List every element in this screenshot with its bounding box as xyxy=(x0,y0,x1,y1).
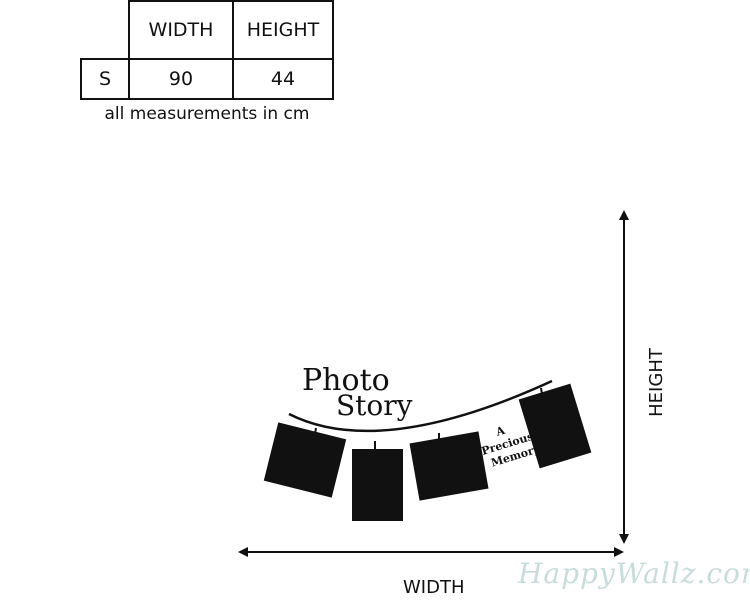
measurement-caption: all measurements in cm xyxy=(104,104,310,124)
width-label: WIDTH xyxy=(403,577,465,598)
height-arrow xyxy=(619,210,629,544)
watermark: HappyWallz.com xyxy=(518,557,750,590)
decal-tag-line1: A xyxy=(494,424,507,439)
width-arrow xyxy=(238,547,624,557)
photo-frame xyxy=(263,422,347,498)
decal-title-line1: Photo xyxy=(302,363,390,398)
photo-story-decal: Photo Story A Precious Memory xyxy=(263,363,592,521)
photo-frame xyxy=(352,449,403,521)
row-height: 44 xyxy=(232,58,334,100)
photo-frame xyxy=(409,431,489,501)
decal-title-line2: Story xyxy=(336,389,413,422)
height-label: HEIGHT xyxy=(645,348,667,417)
photo-frame xyxy=(518,383,592,469)
